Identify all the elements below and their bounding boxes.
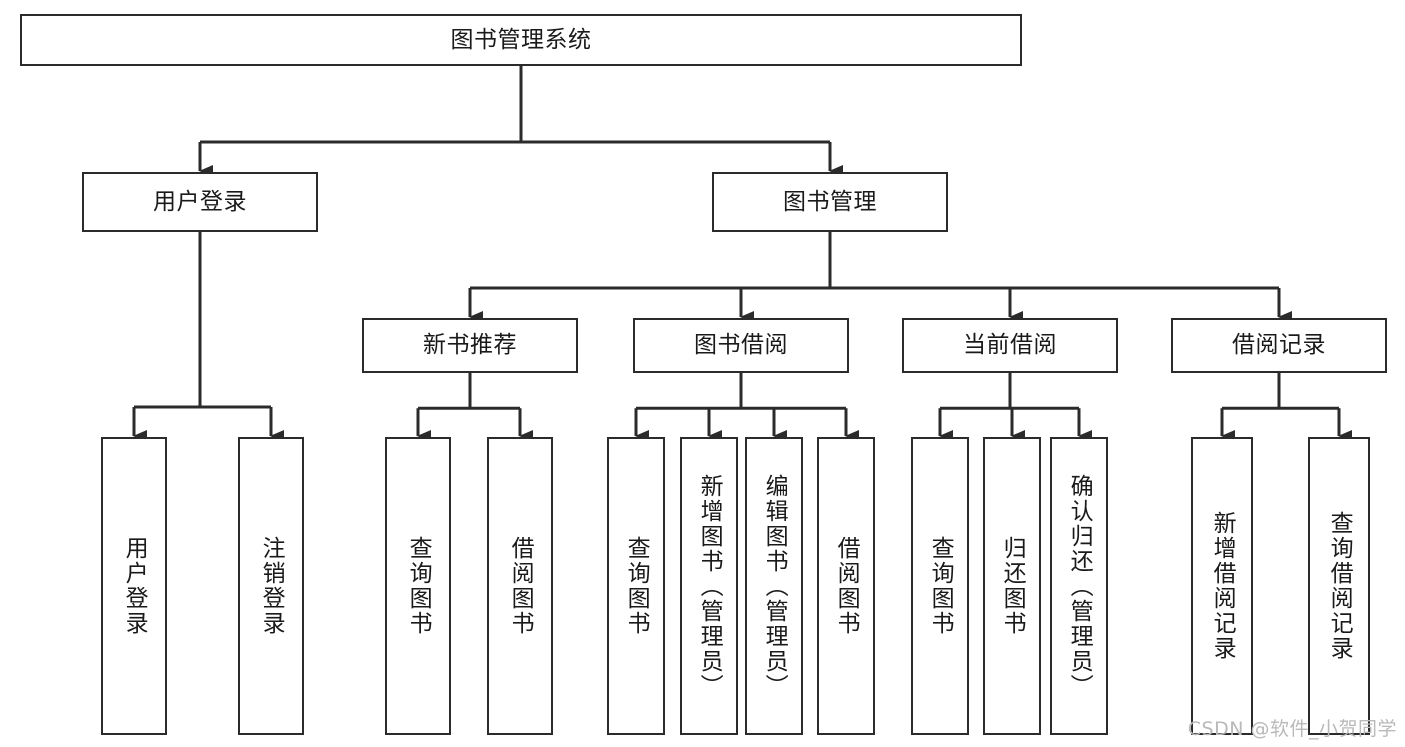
node-label: 借阅图书 bbox=[507, 536, 534, 636]
node-label: 查询借阅记录 bbox=[1326, 511, 1353, 661]
node-leaf-query-book-1[interactable]: 查询图书 bbox=[385, 437, 451, 735]
node-label: 用户登录 bbox=[121, 536, 148, 636]
node-leaf-confirm-return[interactable]: 确认归还（管理员） bbox=[1050, 437, 1108, 735]
node-label: 查询图书 bbox=[623, 536, 650, 636]
node-borrow-record[interactable]: 借阅记录 bbox=[1171, 318, 1387, 373]
node-label: 图书管理系统 bbox=[450, 26, 592, 53]
node-label: 查询图书 bbox=[927, 536, 954, 636]
node-leaf-query-book-3[interactable]: 查询图书 bbox=[911, 437, 969, 735]
node-label: 图书借阅 bbox=[694, 332, 788, 359]
node-leaf-user-logout[interactable]: 注销登录 bbox=[238, 437, 304, 735]
node-leaf-add-record[interactable]: 新增借阅记录 bbox=[1191, 437, 1253, 735]
node-leaf-query-record[interactable]: 查询借阅记录 bbox=[1308, 437, 1370, 735]
node-book-borrow[interactable]: 图书借阅 bbox=[633, 318, 849, 373]
node-leaf-borrow-book-2[interactable]: 借阅图书 bbox=[817, 437, 875, 735]
node-leaf-edit-book[interactable]: 编辑图书（管理员） bbox=[745, 437, 803, 735]
node-label: 确认归还（管理员） bbox=[1066, 473, 1093, 699]
node-book-management[interactable]: 图书管理 bbox=[712, 172, 948, 232]
node-leaf-user-login[interactable]: 用户登录 bbox=[101, 437, 167, 735]
node-label: 新增图书（管理员） bbox=[696, 473, 723, 699]
node-label: 注销登录 bbox=[258, 536, 285, 636]
node-label: 借阅记录 bbox=[1232, 332, 1326, 359]
node-current-borrow[interactable]: 当前借阅 bbox=[902, 318, 1118, 373]
node-label: 新增借阅记录 bbox=[1209, 511, 1236, 661]
node-label: 归还图书 bbox=[999, 536, 1026, 636]
node-leaf-borrow-book-1[interactable]: 借阅图书 bbox=[487, 437, 553, 735]
node-label: 当前借阅 bbox=[963, 332, 1057, 359]
node-label: 借阅图书 bbox=[833, 536, 860, 636]
node-label: 查询图书 bbox=[405, 536, 432, 636]
csdn-watermark: CSDN @软件_小贺同学 bbox=[1187, 718, 1397, 740]
node-label: 编辑图书（管理员） bbox=[761, 473, 788, 699]
node-label: 图书管理 bbox=[783, 188, 877, 215]
node-user-login[interactable]: 用户登录 bbox=[82, 172, 318, 232]
node-leaf-query-book-2[interactable]: 查询图书 bbox=[607, 437, 665, 735]
node-new-book-recommend[interactable]: 新书推荐 bbox=[362, 318, 578, 373]
node-label: 用户登录 bbox=[153, 188, 247, 215]
node-root[interactable]: 图书管理系统 bbox=[20, 14, 1022, 66]
node-leaf-return-book[interactable]: 归还图书 bbox=[983, 437, 1041, 735]
node-leaf-add-book[interactable]: 新增图书（管理员） bbox=[680, 437, 738, 735]
node-label: 新书推荐 bbox=[423, 332, 517, 359]
